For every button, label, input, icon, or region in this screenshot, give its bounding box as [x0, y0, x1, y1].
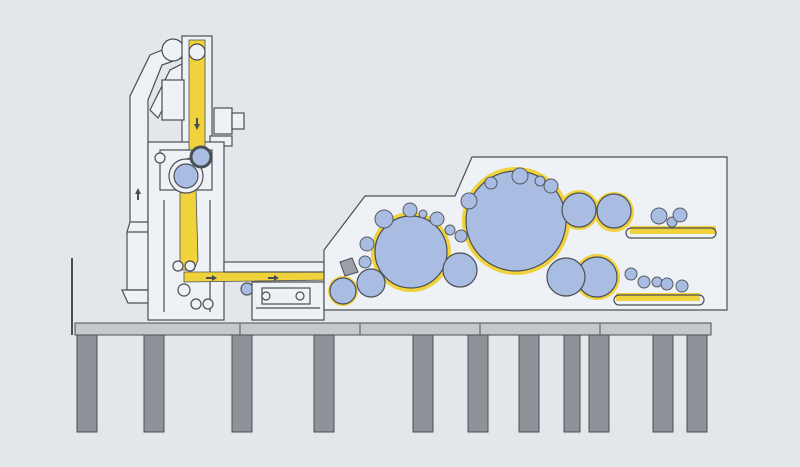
support-leg [231, 334, 253, 433]
base-beam [74, 322, 712, 336]
conveyor-belts [613, 227, 717, 306]
support-leg [467, 334, 489, 433]
small-rollers [358, 167, 689, 293]
support-leg [588, 334, 610, 433]
upper-cylinder [561, 192, 597, 228]
support-leg [143, 334, 165, 433]
entry-hopper [339, 257, 359, 277]
support-leg [313, 334, 335, 433]
fibre-chute-lower [177, 189, 199, 271]
small-roller [190, 298, 202, 310]
mid-cylinder [442, 252, 478, 288]
small-roller [202, 298, 214, 310]
upper-belt [625, 227, 717, 239]
small-roller [177, 283, 191, 297]
opening-roller [173, 163, 199, 189]
support-leg [518, 334, 540, 433]
arrow-down-icon [194, 118, 200, 130]
small-roller [240, 282, 254, 296]
support-leg [76, 334, 98, 433]
arrow-up-icon [135, 188, 141, 200]
fibre-feed-band [183, 271, 331, 283]
support-leg [412, 334, 434, 433]
support-leg [652, 334, 674, 433]
flow-arrows [135, 118, 279, 281]
feed-table-top [223, 261, 325, 273]
tower-motor [213, 107, 233, 135]
card-cylinders [329, 170, 632, 305]
arrow-right-icon [268, 275, 279, 281]
entry-cylinder [356, 268, 386, 298]
feed-table [223, 261, 325, 321]
feed-table-wheel [261, 291, 271, 301]
card-body [323, 156, 728, 311]
small-roller [154, 152, 166, 164]
tower-top-roller [188, 43, 206, 61]
feed-roller-dark [189, 145, 213, 169]
feed-table-wheel [295, 291, 305, 301]
support-leg [686, 334, 708, 433]
upper-cylinder [596, 193, 632, 229]
arrow-right-icon [206, 275, 217, 281]
fibre-flow [173, 39, 331, 283]
stand-frame [71, 258, 712, 433]
tower-motor-end [231, 112, 245, 130]
chute-rollers [154, 43, 254, 310]
small-roller [184, 260, 196, 272]
small-roller [172, 260, 184, 272]
duct-elbow [161, 38, 185, 62]
tower-side-box [161, 79, 185, 121]
support-leg [563, 334, 581, 433]
lower-belt [613, 294, 705, 306]
entry-cylinder [329, 277, 357, 305]
transfer-cylinder [546, 257, 586, 297]
